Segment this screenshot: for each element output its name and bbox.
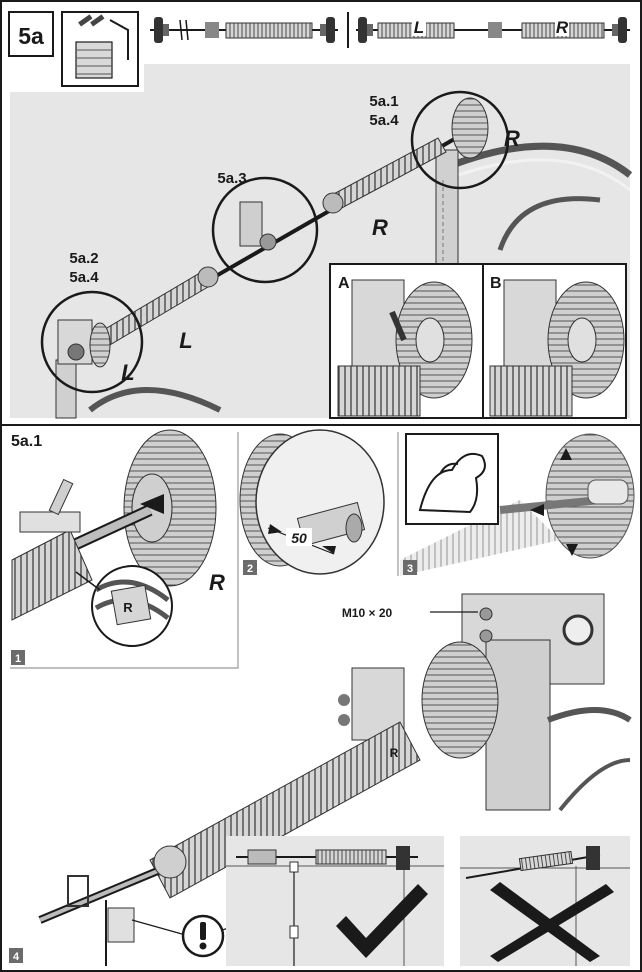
top-left-label: L [414, 18, 424, 37]
variant-a-label: A [338, 275, 350, 292]
panel-1-tag-label: R [123, 600, 133, 615]
shaft-diagram-single [150, 17, 338, 43]
top-right-label: R [556, 18, 569, 37]
incorrect-inset [460, 836, 630, 966]
panel-1-drum-label: R [209, 570, 225, 595]
variant-b-label: B [490, 275, 502, 292]
panel-4-number: 4 [13, 951, 20, 963]
panel-2-illustration [239, 429, 399, 576]
panel-2-dimension: 50 [291, 530, 307, 546]
callout-5a4-right: 5a.4 [369, 112, 399, 129]
variant-a-drawing [337, 279, 473, 417]
spring-left-label: L [179, 328, 192, 353]
panel-1-badge: 1 [11, 650, 25, 665]
panel-4-spring-tag: R [390, 746, 399, 760]
shaft-diagram-double: L R [356, 16, 630, 43]
panel-1-illustration [10, 429, 239, 669]
checkmark-icon [336, 884, 428, 958]
panel-1-number: 1 [15, 653, 21, 665]
drum-left-label: L [121, 360, 134, 385]
callout-5a2: 5a.2 [69, 250, 98, 267]
drum-right-label: R [504, 126, 520, 151]
panel-2-number: 2 [247, 563, 253, 575]
callout-5a4-left: 5a.4 [69, 269, 99, 286]
spring-right-label: R [372, 215, 388, 240]
section-title: 5a.1 [11, 433, 42, 450]
correct-inset [226, 836, 444, 966]
door-tools-icon [61, 11, 139, 87]
strength-icon [405, 433, 499, 525]
panel-2-badge: 2 [243, 560, 257, 575]
panel-3-illustration [400, 433, 635, 576]
overview-illustration [40, 90, 633, 419]
panel-4-badge: 4 [9, 948, 23, 963]
exclamation-icon [200, 922, 206, 940]
callout-5a1: 5a.1 [369, 93, 398, 110]
step-badge: 5a [8, 11, 54, 57]
variant-b-drawing [489, 279, 625, 417]
panel-3-number: 3 [407, 563, 413, 575]
panel-4-illustration [38, 593, 632, 966]
panel-3-badge: 3 [403, 560, 417, 575]
step-number: 5a [18, 23, 44, 49]
callout-5a3: 5a.3 [217, 170, 246, 187]
bolt-spec: M10 × 20 [342, 606, 393, 620]
